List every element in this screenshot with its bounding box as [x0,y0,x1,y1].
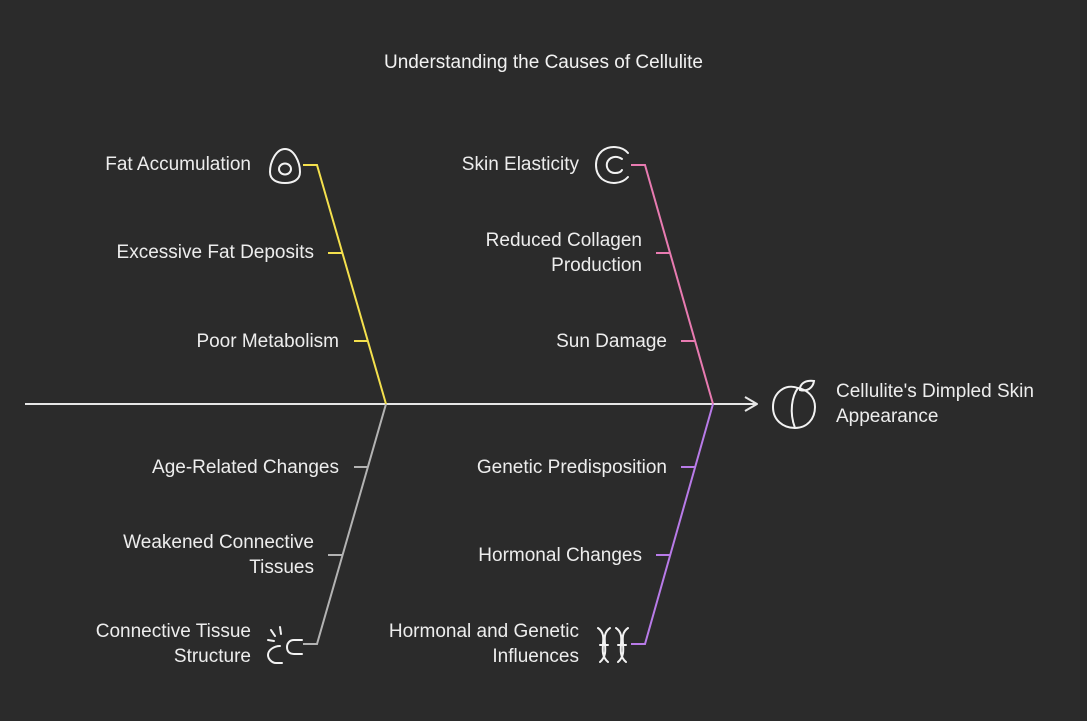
bone-connective-tissue [303,403,387,645]
cause-weakened-line-1: Weakened Connective [123,532,314,553]
elastic-band-icon [595,146,629,184]
cause-excessive-fat-deposits: Excessive Fat Deposits [116,242,314,263]
effect-label-line-2: Appearance [836,406,939,427]
effect-label-line-1: Cellulite's Dimpled Skin [836,381,1034,402]
cause-weakened-connective-tissues: Weakened Connective Tissues [123,530,314,580]
cause-reduced-collagen-line-2: Production [551,255,642,276]
category-skin-elasticity: Skin Elasticity [461,154,579,175]
cause-weakened-line-2: Tissues [249,557,314,578]
cause-sun-damage: Sun Damage [556,331,667,352]
cause-poor-metabolism: Poor Metabolism [196,331,339,352]
category-hormonal-genetic-line-1: Hormonal and Genetic [388,621,579,642]
cause-genetic-predisposition: Genetic Predisposition [476,457,667,478]
bone-fat-accumulation [303,164,387,405]
category-connective-tissue-line-2: Structure [173,646,251,667]
category-fat-accumulation: Fat Accumulation [105,154,251,175]
broken-link-icon [266,626,303,664]
bone-hormonal-genetic [631,403,714,645]
diagram-title: Understanding the Causes of Cellulite [384,52,703,73]
cause-age-related-changes: Age-Related Changes [152,457,339,478]
cause-reduced-collagen-line-1: Reduced Collagen [485,230,642,251]
peach-icon [771,379,817,430]
cause-hormonal-changes: Hormonal Changes [478,545,642,566]
bone-skin-elasticity [631,164,714,405]
dna-icon [597,627,629,663]
category-connective-tissue-line-1: Connective Tissue [95,621,251,642]
spine-arrowhead [744,396,758,412]
egg-icon [268,147,302,185]
cause-reduced-collagen: Reduced Collagen Production [486,228,642,278]
effect-label: Cellulite's Dimpled Skin Appearance [836,379,1034,429]
category-connective-tissue: Connective Tissue Structure [96,619,251,669]
category-hormonal-genetic-line-2: Influences [492,646,579,667]
category-hormonal-genetic: Hormonal and Genetic Influences [389,619,579,669]
